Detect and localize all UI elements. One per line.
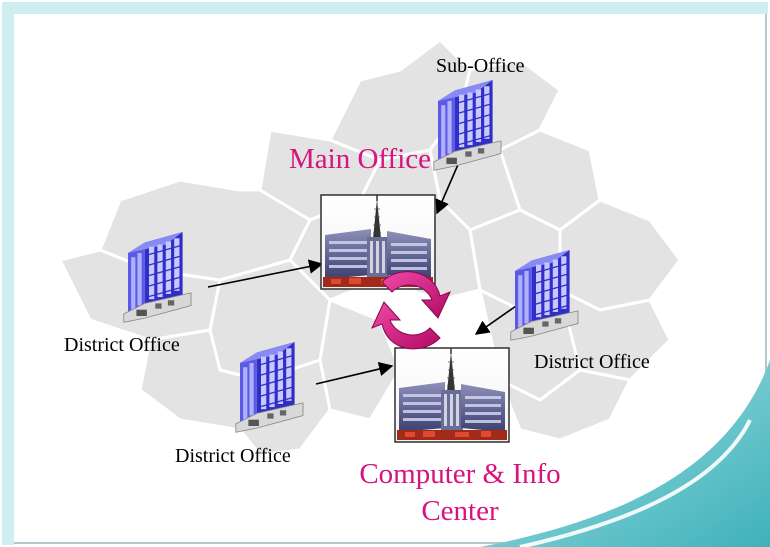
arrow-right-district-to-center	[474, 305, 517, 335]
district-office-bottom-label: District Office	[175, 445, 291, 467]
arrow-bottom-district-to-center	[315, 361, 394, 385]
center-label-line2: Center	[421, 495, 499, 527]
main-office-label: Main Office	[289, 143, 431, 175]
arrow-left-district-to-main	[207, 259, 324, 288]
computer-info-center-label: Computer & Info Center	[340, 456, 580, 530]
sub-office-label: Sub-Office	[436, 55, 525, 77]
center-label-line1: Computer & Info	[359, 458, 561, 490]
frame-left-band	[2, 2, 14, 545]
frame-top-band	[2, 2, 768, 14]
swoosh-highlight	[519, 419, 752, 547]
connector-arrows	[207, 159, 517, 385]
computer-center-building-icon	[394, 347, 510, 443]
sync-arrows-icon	[371, 271, 451, 350]
arrow-sub-to-main	[435, 159, 461, 215]
district-office-left-label: District Office	[64, 334, 180, 356]
district-office-right-label: District Office	[534, 351, 650, 373]
teal-corner-swoosh	[480, 360, 770, 547]
